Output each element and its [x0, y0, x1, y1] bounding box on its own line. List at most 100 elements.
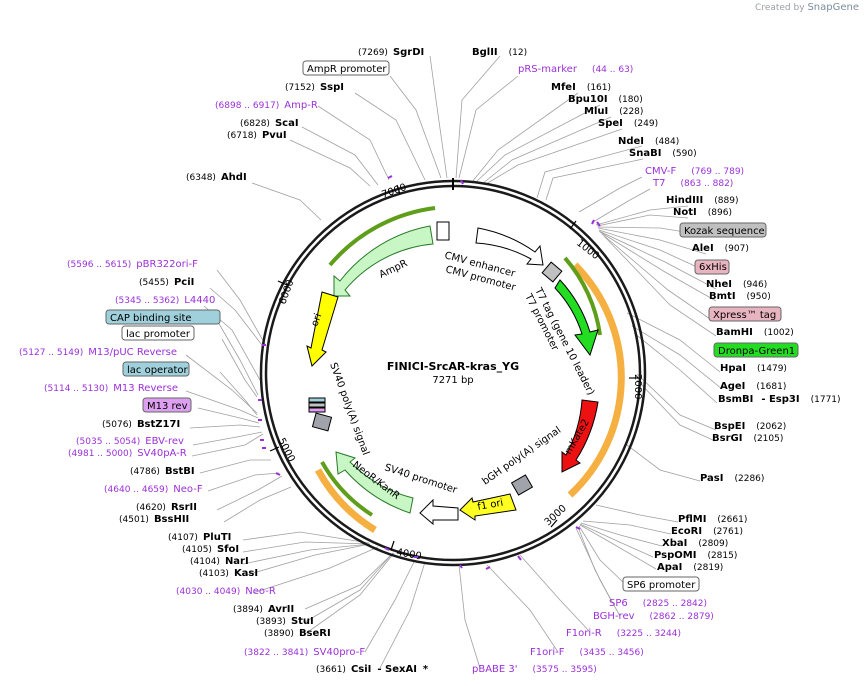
site-bsmbi-esp3i: BsmBI- Esp3I(1771)	[718, 394, 841, 405]
site-mfei: MfeI(161)	[551, 82, 611, 93]
sv40-polya-block	[311, 412, 333, 432]
label-xpress-tag: Xpress™ tag	[713, 310, 776, 321]
feature-ori: ori	[309, 312, 324, 328]
site-mlui: MluI(228)	[584, 106, 643, 117]
site-pvui: (6718)PvuI	[227, 130, 287, 141]
site-sgrdi: (7269)SgrDI	[358, 47, 424, 58]
label-lac-promoter: lac promoter	[126, 329, 191, 340]
box-m13-rev	[142, 397, 192, 413]
site-scai: (6828)ScaI	[240, 118, 299, 129]
box-sp6-promoter	[622, 576, 700, 592]
site-spei: SpeI(249)	[598, 118, 658, 129]
tick-marks	[269, 184, 639, 551]
feature-f1-ori: f1 ori	[477, 498, 505, 513]
green-band-neor	[320, 461, 374, 517]
sv40-promoter-arrow	[419, 498, 459, 526]
box-xpress-tag	[708, 306, 782, 322]
box-cap-binding-site	[105, 309, 221, 325]
box-dronpa-green1	[713, 342, 799, 358]
primer-sv40pa-r: (4981 .. 5000)SV40pA-R	[68, 448, 187, 459]
primer-m13-puc-reverse: (5127 .. 5149)M13/pUC Reverse	[19, 347, 177, 358]
primer-bgh-rev: BGH-rev(2862 .. 2879)	[593, 611, 714, 622]
snapgene-watermark: Created by SnapGene	[755, 2, 859, 13]
label-m13-rev: M13 rev	[147, 401, 188, 412]
site-sspi: (7152)SspI	[285, 82, 344, 93]
primer-cmv-f: CMV-F(769 .. 789)	[645, 166, 744, 177]
primer-f1ori-f: F1ori-F(3435 .. 3456)	[530, 647, 644, 658]
site-bmti: BmtI(950)	[709, 291, 771, 302]
site-bpu10i: Bpu10I(180)	[568, 94, 643, 105]
primer-sp6: SP6(2825 .. 2842)	[609, 598, 707, 609]
green-band-ampr	[328, 206, 436, 267]
watermark-prefix: Created by	[755, 3, 805, 13]
site-ecori: EcoRI(2761)	[671, 526, 743, 537]
plasmid-name: FINICI-SrcAR-kras_YG	[387, 360, 519, 373]
site-sfoi: (4105)SfoI	[182, 544, 239, 555]
site-alei: AleI(907)	[692, 243, 749, 254]
site-pasi: PasI(2286)	[700, 473, 764, 484]
site-bseri: (3890)BseRI	[264, 628, 331, 639]
orange-band-cds	[567, 262, 625, 498]
site-rsrii: (4620)RsrII	[136, 502, 197, 513]
site-pspomi: PspOMI(2815)	[654, 550, 737, 561]
label-sp6-promoter: SP6 promoter	[627, 580, 696, 591]
primer-pbr322ori-f: (5596 .. 5615)pBR322ori-F	[67, 259, 198, 270]
site-csii-sexai: (3661)CsiI- SexAI*	[316, 664, 429, 675]
site-bsshii: (4501)BssHII	[119, 514, 189, 525]
primer-ebv-rev: (5035 .. 5054)EBV-rev	[76, 436, 184, 447]
site-hindiii: HindIII(889)	[666, 195, 738, 206]
box-lac-promoter	[121, 325, 195, 341]
primer-m13-reverse: (5114 .. 5130)M13 Reverse	[44, 383, 178, 394]
primer-neo-r: (4030 .. 4049)Neo-R	[176, 586, 276, 597]
bgh-polya-block	[510, 474, 534, 496]
label-kozak-sequence: Kozak sequence	[684, 226, 765, 237]
site-pcii: (5455)PciI	[139, 277, 194, 288]
site-agei: AgeI(1681)	[720, 381, 786, 392]
tick-4000: 4000	[395, 547, 422, 562]
orange-band-neor	[314, 468, 377, 533]
tick-3000: 3000	[543, 503, 569, 528]
tick-7000: 7000	[380, 182, 408, 201]
site-snabi: SnaBI(590)	[629, 148, 697, 159]
site-pluti: (4107)PluTI	[168, 532, 231, 543]
snapgene-brand: SnapGene	[807, 2, 859, 13]
green-band-dronpa	[563, 256, 602, 336]
neor-arrow	[335, 451, 414, 514]
ampr-arrow	[333, 225, 434, 297]
site-ndei: NdeI(484)	[618, 136, 679, 147]
site-pflmi: PflMI(2661)	[678, 514, 747, 525]
feature-sv40-polya: SV40 poly(A) signal	[327, 361, 371, 457]
ori-arrow	[306, 291, 339, 367]
plasmid-length: 7271 bp	[432, 375, 473, 386]
site-bstz17i: (5076)BstZ17I	[102, 419, 180, 430]
lac-region	[308, 397, 326, 413]
site-bstbi: (4786)BstBI	[130, 466, 195, 477]
site-bsrgi: BsrGI(2105)	[712, 433, 783, 444]
label-lac-operator: lac operator	[127, 365, 188, 376]
site-xbai: XbaI(2809)	[662, 538, 728, 549]
box-6xhis	[694, 259, 730, 275]
primer-pbabe-3: pBABE 3'(3575 .. 3595)	[472, 664, 597, 675]
site-noti: NotI(896)	[673, 207, 732, 218]
leader-lines	[185, 55, 723, 669]
site-avrii: (3894)AvrII	[233, 604, 294, 615]
primer-prs-marker: pRS-marker(44 .. 63)	[518, 64, 633, 75]
mkate2-arrow	[561, 399, 599, 473]
label-dronpa-green1: Dronpa-Green1	[718, 346, 795, 357]
site-kasi: (4103)KasI	[199, 568, 258, 579]
site-bamhi: BamHI(1002)	[716, 327, 794, 338]
box-kozak-sequence	[679, 222, 767, 238]
feature-ampr: AmpR	[378, 258, 410, 281]
tick-2000: 2000	[632, 374, 643, 399]
primer-markers	[258, 175, 601, 570]
box-ampr-promoter	[302, 60, 390, 76]
dronpa-arrow	[554, 279, 599, 357]
tick-1000: 1000	[574, 238, 601, 262]
site-nhei: NheI(946)	[706, 279, 767, 290]
box-lac-operator	[122, 361, 190, 377]
t7-block	[541, 261, 563, 283]
primer-t7: T7(863 .. 882)	[652, 178, 733, 189]
site-stui: (3893)StuI	[256, 616, 314, 627]
ampr-promoter-box	[436, 221, 450, 241]
